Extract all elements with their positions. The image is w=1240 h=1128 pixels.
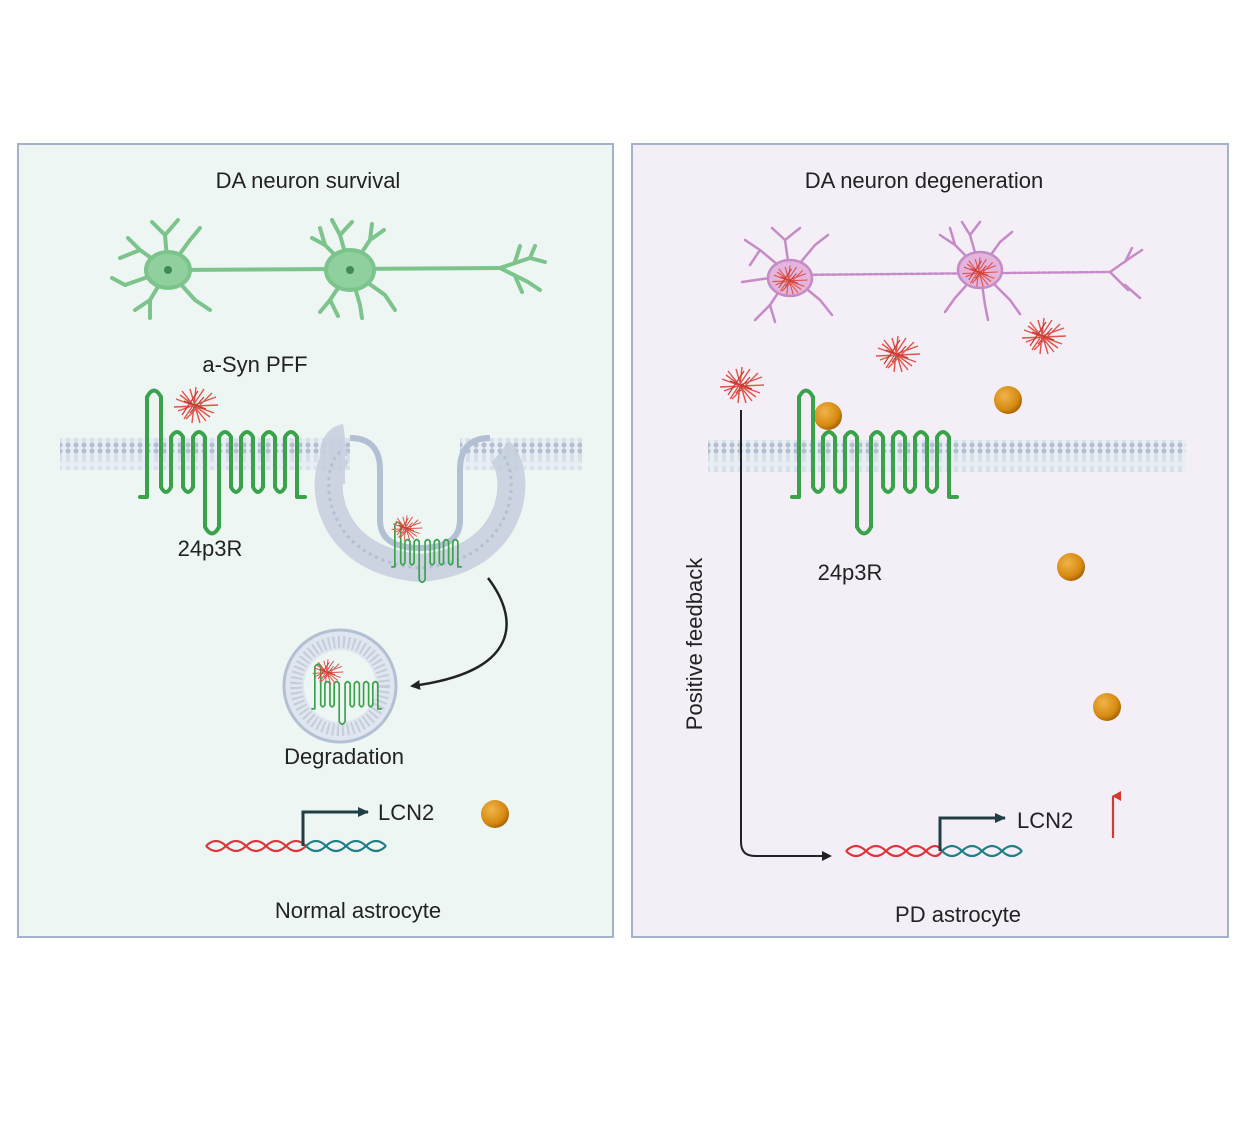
transcription-arrow [938,813,1006,851]
cell-type-label: PD astrocyte [895,902,1021,927]
lcn2-protein-icon [1057,553,1085,581]
receptor-label: 24p3R [178,536,243,561]
dna-icon [845,844,1023,858]
right-panel-background [631,143,1229,938]
left-panel-title: DA neuron survival [216,168,401,193]
receptor-label: 24p3R [818,560,883,585]
right-panel: DA neuron degeneration 24p3R Po [631,143,1229,938]
gene-label: LCN2 [1017,808,1073,833]
left-panel-background [17,143,614,938]
left-panel: DA neuron survival a-Syn PFF [17,143,614,938]
lcn2-protein-icon [1093,693,1121,721]
gene-label: LCN2 [378,800,434,825]
healthy-neuron-icon [110,218,547,320]
positive-feedback-arrow [740,410,832,861]
ligand-label: a-Syn PFF [202,352,307,377]
internalization-arrow [410,577,508,690]
dna-icon [205,839,387,853]
transcription-arrow [301,807,369,846]
cell-type-label: Normal astrocyte [275,898,441,923]
degradation-label: Degradation [284,744,404,769]
right-panel-title: DA neuron degeneration [805,168,1044,193]
feedback-label: Positive feedback [682,557,707,730]
lcn2-protein-icon [814,402,842,430]
lcn2-protein-icon [994,386,1022,414]
lcn2-protein-icon [481,800,509,828]
